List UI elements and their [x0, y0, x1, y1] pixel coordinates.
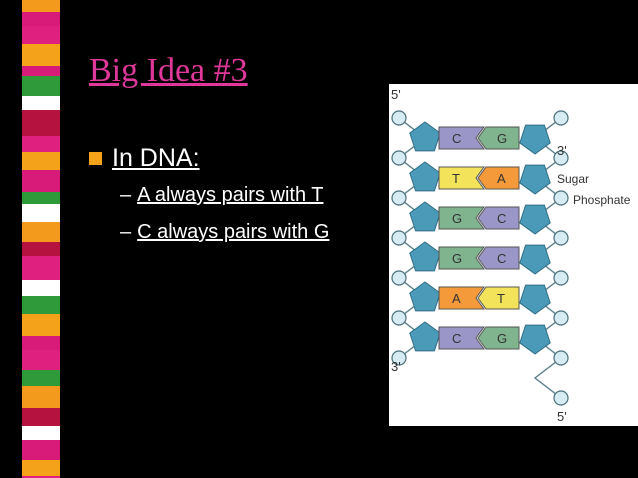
decorative-stripe [22, 0, 60, 478]
base-a [477, 166, 520, 190]
phosphate-circle [391, 110, 407, 126]
base-g [438, 206, 485, 230]
stripe-segment [22, 12, 60, 26]
base-c [477, 246, 520, 270]
stripe-segment [22, 296, 60, 314]
base-t [477, 286, 520, 310]
sugar-pentagon [409, 241, 441, 272]
sugar-label: Sugar [557, 172, 589, 186]
slide-title: Big Idea #3 [89, 52, 248, 89]
stripe-segment [22, 152, 60, 170]
stripe-segment [22, 440, 60, 460]
stripe-segment [22, 280, 60, 296]
bullet-text: In DNA: [112, 144, 200, 172]
sugar-pentagon [409, 321, 441, 352]
stripe-segment [22, 110, 60, 136]
phosphate-circle [391, 270, 407, 286]
base-letter: C [452, 331, 461, 346]
sugar-pentagon [519, 124, 551, 155]
phosphate-circle [553, 390, 569, 406]
five-prime-top-label: 5' [391, 87, 401, 102]
stripe-segment [22, 170, 60, 192]
base-letter: G [452, 211, 462, 226]
base-letter: G [497, 331, 507, 346]
sugar-pentagon [519, 164, 551, 195]
sub-item-text: A always pairs with T [137, 184, 324, 206]
base-letter: A [497, 171, 506, 186]
stripe-segment [22, 408, 60, 426]
stripe-segment [22, 370, 60, 386]
base-letter: T [452, 171, 460, 186]
sugar-pentagon [519, 244, 551, 275]
phosphate-circle [391, 230, 407, 246]
base-c [477, 206, 520, 230]
stripe-segment [22, 222, 60, 242]
stripe-segment [22, 386, 60, 408]
base-letter: C [497, 211, 506, 226]
phosphate-circle [553, 310, 569, 326]
sugar-pentagon [409, 121, 441, 152]
base-letter: G [497, 131, 507, 146]
stripe-segment [22, 26, 60, 44]
dna-diagram-svg: C G T A G C G C A T C G 5' 3' Sugar Phosphate 3' 5' [391, 87, 631, 424]
base-g [477, 326, 520, 350]
stripe-segment [22, 96, 60, 110]
dna-diagram: C G T A G C G C A T C G 5' 3' Sugar Phosphate 3' 5' [389, 84, 638, 426]
sub-item-text: C always pairs with G [137, 221, 330, 243]
base-c [438, 326, 485, 350]
sub-item: –A always pairs with T [120, 184, 324, 206]
base-g [438, 246, 485, 270]
phosphate-circle [391, 310, 407, 326]
sugar-pentagon [409, 161, 441, 192]
base-letter: C [497, 251, 506, 266]
five-prime-bottom-label: 5' [557, 409, 567, 424]
phosphate-circle [553, 270, 569, 286]
stripe-segment [22, 204, 60, 222]
sugar-pentagon [519, 204, 551, 235]
sugar-pentagon [409, 201, 441, 232]
base-t [438, 166, 485, 190]
sub-item: –C always pairs with G [120, 221, 330, 243]
stripe-segment [22, 256, 60, 280]
base-letter: C [452, 131, 461, 146]
phosphate-circle [553, 190, 569, 206]
phosphate-circle [391, 150, 407, 166]
stripe-segment [22, 314, 60, 336]
base-a [438, 286, 485, 310]
base-letter: G [452, 251, 462, 266]
stripe-segment [22, 426, 60, 440]
base-letter: T [497, 291, 505, 306]
stripe-segment [22, 336, 60, 350]
sugar-pentagon [519, 324, 551, 355]
phosphate-circle [553, 230, 569, 246]
base-c [438, 126, 485, 150]
sugar-pentagon [409, 281, 441, 312]
stripe-segment [22, 66, 60, 76]
stripe-segment [22, 192, 60, 204]
sugar-pentagon [519, 284, 551, 315]
bullet-square-icon [89, 152, 102, 165]
base-g [477, 126, 520, 150]
phosphate-circle [391, 190, 407, 206]
three-prime-bottom-label: 3' [391, 359, 401, 374]
stripe-segment [22, 44, 60, 66]
phosphate-label: Phosphate [573, 193, 631, 207]
phosphate-circle [553, 350, 569, 366]
phosphate-circle [553, 150, 569, 166]
phosphate-circle [553, 110, 569, 126]
stripe-segment [22, 242, 60, 256]
stripe-segment [22, 460, 60, 476]
phosphate-circle [391, 350, 407, 366]
stripe-segment [22, 476, 60, 478]
base-letter: A [452, 291, 461, 306]
three-prime-top-label: 3' [557, 143, 567, 158]
stripe-segment [22, 136, 60, 152]
stripe-segment [22, 0, 60, 12]
stripe-segment [22, 76, 60, 96]
stripe-segment [22, 350, 60, 370]
